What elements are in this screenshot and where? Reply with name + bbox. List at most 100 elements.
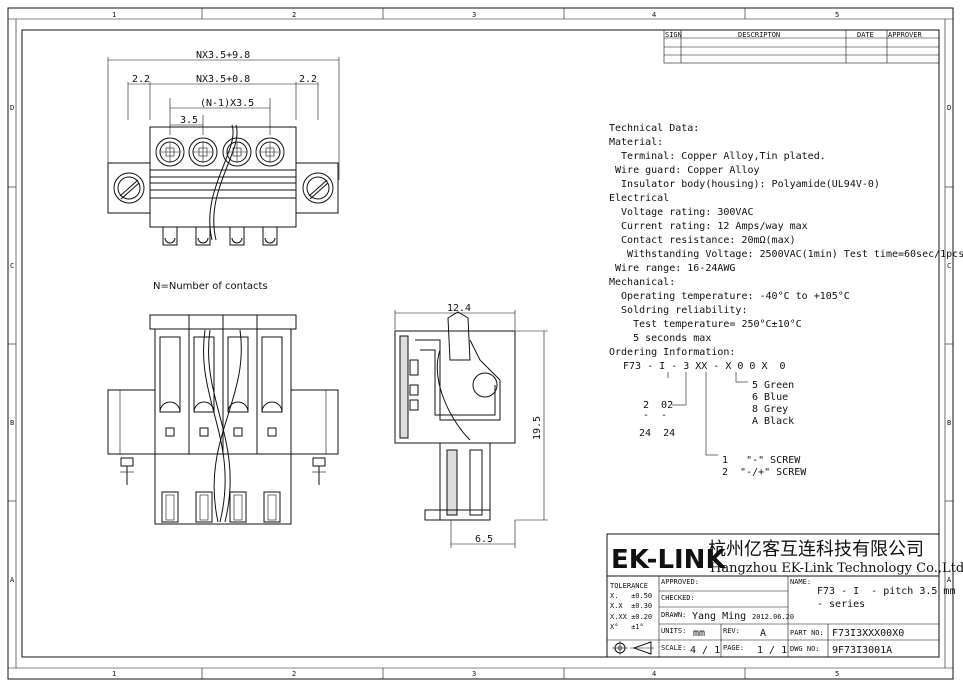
tech-line: Electrical bbox=[609, 193, 669, 204]
dim-overall: NX3.5+9.8 bbox=[196, 50, 250, 61]
units-label: UNITS: bbox=[661, 627, 686, 635]
dwg-no-value: 9F73I3001A bbox=[832, 645, 892, 656]
company-logo: EK-LINK bbox=[611, 545, 726, 575]
tech-line: Contact resistance: 20mΩ(max) bbox=[609, 235, 796, 246]
column-dividers bbox=[201, 8, 746, 679]
rev-header-description: DESCRIPTON bbox=[738, 31, 780, 39]
col-label-5: 5 bbox=[835, 11, 839, 19]
title-block: EK-LINK 杭州亿客互连科技有限公司 Hangzhou EK-Link Te… bbox=[606, 533, 963, 658]
company-name-en: Hangzhou EK-Link Technology Co.,Ltd bbox=[710, 561, 963, 576]
name-label: NAME: bbox=[790, 578, 811, 586]
approved-label: APPROVED: bbox=[661, 578, 699, 586]
rev-value: A bbox=[760, 628, 766, 639]
tech-line: Wire guard: Copper Alloy bbox=[609, 165, 760, 176]
rev-header-date: DATE bbox=[857, 31, 874, 39]
technical-data: Technical Data: Material: Terminal: Copp… bbox=[609, 123, 963, 358]
color-option: A Black bbox=[752, 416, 794, 427]
tolerance-value: X° ±1° bbox=[610, 623, 644, 631]
page-label: PAGE: bbox=[723, 644, 744, 652]
front-view: NX3.5+9.8 2.2 NX3.5+0.8 2.2 (N-1)X3.5 3.… bbox=[107, 50, 340, 246]
screw-option: 2 "-/+" SCREW bbox=[722, 467, 807, 478]
units-value: mm bbox=[693, 628, 705, 639]
tech-line: Soldring reliability: bbox=[609, 305, 747, 316]
part-no-label: PART NO: bbox=[790, 629, 824, 637]
row-label-a: A bbox=[10, 576, 15, 584]
scale-value: 4 / 1 bbox=[690, 645, 720, 656]
count-option: - - bbox=[643, 410, 667, 421]
row-label-c: C bbox=[10, 262, 14, 270]
tolerance-value: X.X ±0.30 bbox=[610, 602, 652, 610]
row-dividers bbox=[8, 186, 953, 502]
dim-bottom-width: 6.5 bbox=[475, 534, 493, 545]
count-option: 24 24 bbox=[639, 428, 675, 439]
row-label-d: D bbox=[10, 104, 14, 112]
tech-line: Insulator body(housing): Polyamide(UL94V… bbox=[609, 179, 880, 190]
tech-line: Terminal: Copper Alloy,Tin plated. bbox=[609, 151, 826, 162]
dim-side-width: 12.4 bbox=[447, 303, 471, 314]
tech-line: Technical Data: bbox=[609, 123, 699, 134]
ordering-information: F73 - I - 3 XX - X 0 0 X 0 5 Green 6 Blu… bbox=[623, 361, 807, 478]
inner-frame bbox=[21, 29, 940, 658]
col-label-4-bottom: 4 bbox=[652, 670, 656, 678]
col-label-1-bottom: 1 bbox=[112, 670, 116, 678]
dim-left-margin: 2.2 bbox=[132, 74, 150, 85]
drawn-by: Yang Ming bbox=[692, 611, 746, 622]
note-number-of-contacts: N=Number of contacts bbox=[153, 281, 268, 292]
page-value: 1 / 1 bbox=[757, 645, 787, 656]
rev-header-approver: APPROVER bbox=[888, 31, 923, 39]
ordering-code: F73 - I - 3 XX - X 0 0 X 0 bbox=[623, 361, 786, 372]
col-label-5-bottom: 5 bbox=[835, 670, 839, 678]
row-label-b-right: B bbox=[947, 419, 951, 427]
tech-line: Ordering Information: bbox=[609, 347, 735, 358]
row-label-d-right: D bbox=[947, 104, 951, 112]
dwg-no-label: DWG NO: bbox=[790, 645, 820, 653]
tech-line: Operating temperature: -40°C to +105°C bbox=[609, 291, 850, 302]
col-label-1: 1 bbox=[112, 11, 116, 19]
col-label-3-bottom: 3 bbox=[472, 670, 476, 678]
revision-table: SIGN DESCRIPTON DATE APPROVER bbox=[663, 29, 940, 64]
dim-right-margin: 2.2 bbox=[299, 74, 317, 85]
col-label-4: 4 bbox=[652, 11, 656, 19]
color-option: 6 Blue bbox=[752, 392, 788, 403]
side-view: 12.4 19.5 6.5 bbox=[394, 303, 548, 548]
row-label-a-right: A bbox=[947, 576, 952, 584]
tech-line: Current rating: 12 Amps/way max bbox=[609, 221, 808, 232]
name-value: F73 - I - pitch 3.5 mm bbox=[817, 586, 955, 597]
tech-line: Withstanding Voltage: 2500VAC(1min) Test… bbox=[609, 249, 963, 260]
tech-line: Voltage rating: 300VAC bbox=[609, 207, 754, 218]
tech-line: 5 seconds max bbox=[609, 333, 711, 344]
col-label-2: 2 bbox=[292, 11, 296, 19]
dim-inner: NX3.5+0.8 bbox=[196, 74, 250, 85]
tech-line: Material: bbox=[609, 137, 663, 148]
checked-label: CHECKED: bbox=[661, 594, 695, 602]
dim-pitch: 3.5 bbox=[180, 115, 198, 126]
col-label-3: 3 bbox=[472, 11, 476, 19]
tolerance-value: X.XX ±0.20 bbox=[610, 613, 652, 621]
tech-line: Mechanical: bbox=[609, 277, 675, 288]
tolerance-value: X. ±0.50 bbox=[610, 592, 652, 600]
outer-frame bbox=[7, 7, 954, 680]
color-option: 8 Grey bbox=[752, 404, 788, 415]
row-label-c-right: C bbox=[947, 262, 951, 270]
dim-pitch-span: (N-1)X3.5 bbox=[200, 98, 254, 109]
drawn-date: 2012.06.20 bbox=[752, 613, 794, 621]
scale-label: SCALE: bbox=[661, 644, 686, 652]
color-option: 5 Green bbox=[752, 380, 794, 391]
tech-line: Test temperature= 250°C±10°C bbox=[609, 319, 802, 330]
name-value-2: - series bbox=[817, 599, 865, 610]
rev-header-sign: SIGN bbox=[665, 31, 682, 39]
drawn-label: DRAWN: bbox=[661, 611, 686, 619]
projection-symbol-icon bbox=[612, 641, 654, 655]
company-name-cn: 杭州亿客互连科技有限公司 bbox=[708, 539, 924, 560]
tolerance-label: TOLERANCE bbox=[610, 582, 648, 590]
row-label-b: B bbox=[10, 419, 14, 427]
tech-line: Wire range: 16-24AWG bbox=[609, 263, 735, 274]
bottom-view bbox=[107, 314, 339, 525]
count-option: 2 02 bbox=[643, 400, 673, 411]
screw-option: 1 "-" SCREW bbox=[722, 455, 801, 466]
part-no-value: F73I3XXX00X0 bbox=[832, 628, 904, 639]
rev-label: REV: bbox=[723, 627, 740, 635]
dim-side-height: 19.5 bbox=[532, 416, 543, 440]
col-label-2-bottom: 2 bbox=[292, 670, 296, 678]
